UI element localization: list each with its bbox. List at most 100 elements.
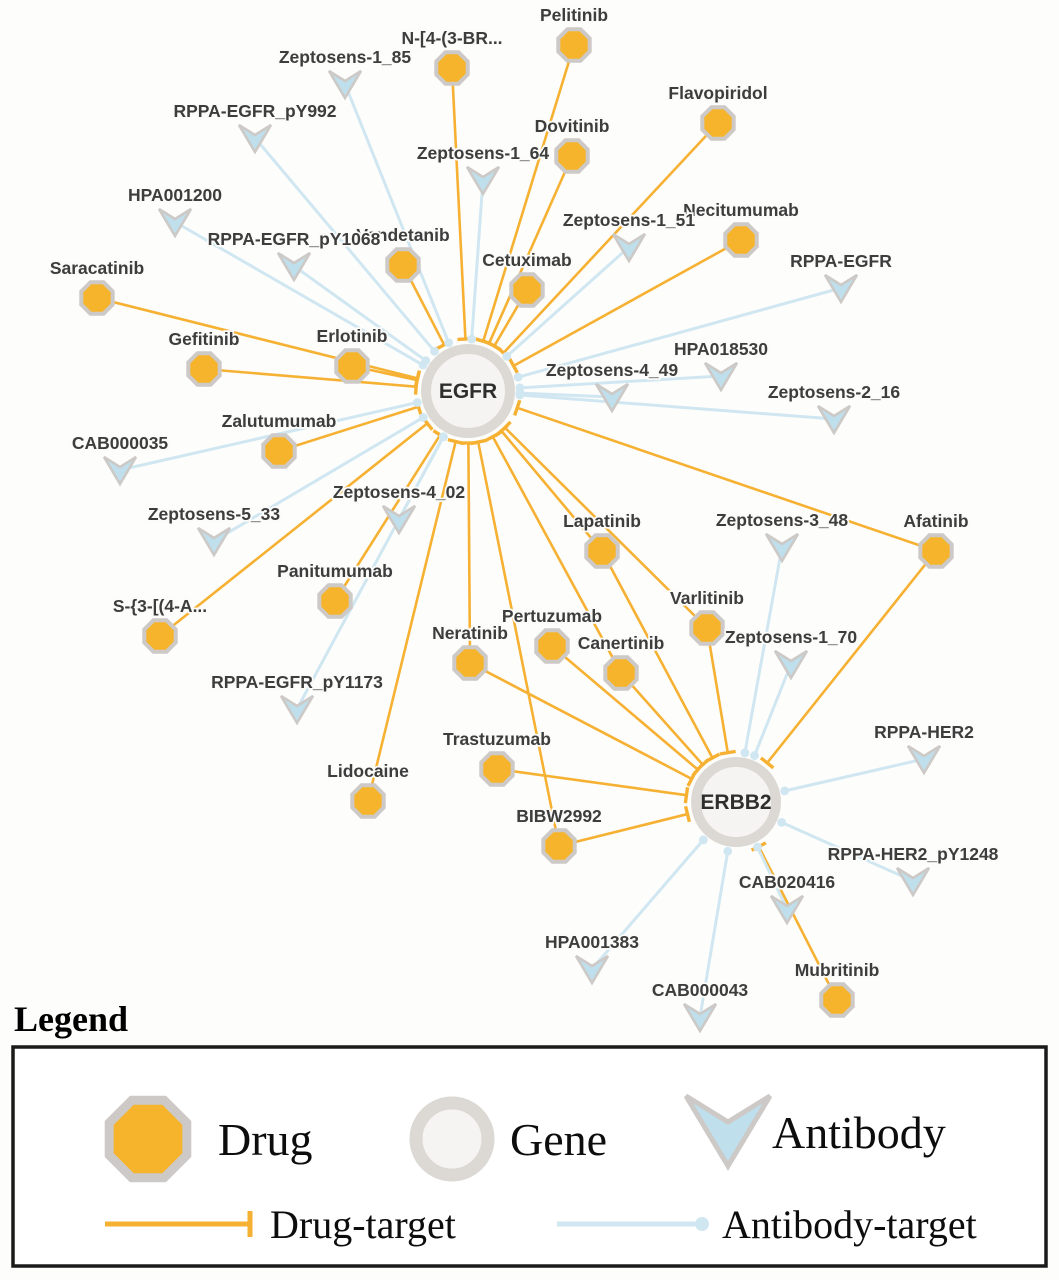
drug-label-erlotinib: Erlotinib [317,326,388,346]
antibody-node-rppa-egfr[interactable] [823,273,859,305]
tee-cap-bibw2992 [683,805,692,823]
drug-label-bibw2992: BIBW2992 [516,806,602,826]
drug-label-pertuzumab: Pertuzumab [502,606,602,626]
drug-node-lapatinib[interactable] [584,533,620,569]
antibody-node-rppa-her2-py1248[interactable] [895,866,931,898]
drug-label-canertinib: Canertinib [578,633,665,653]
edge-drug-bibw2992-egfr [476,441,561,847]
drug-node-pelitinib[interactable] [556,27,592,63]
drug-label-zalutumumab: Zalutumumab [222,411,337,431]
antibody-node-zeptosens-4-49[interactable] [594,382,630,414]
antibody-node-zeptosens-1-51[interactable] [611,232,647,264]
drug-node-cetuximab[interactable] [509,272,545,308]
antibody-legend-label: Antibody [772,1107,946,1158]
drug-label-vandetanib: Vandetanib [356,225,449,245]
drug-node-s-3-4-a[interactable] [142,618,178,654]
drug-node-zalutumumab[interactable] [261,433,297,469]
drug-node-varlitinib[interactable] [689,610,725,646]
tee-cap-varlitinib [498,420,512,435]
drug-node-afatinib[interactable] [918,533,954,569]
dot-cap-zeptosens-3-48 [740,748,750,758]
drug-node-saracatinib[interactable] [79,280,115,316]
drug-node-mubritinib[interactable] [819,982,855,1018]
tee-cap-erlotinib [413,371,421,389]
edge-drug-pertuzumab-erbb2 [551,645,699,771]
dot-cap-cab000035 [412,398,422,407]
tee-cap-afatinib [759,756,775,770]
drug-label-trastuzumab: Trastuzumab [443,729,551,749]
drug-node-necitumumab[interactable] [723,222,759,258]
edge-antibody-hpa018530-egfr [519,374,722,390]
drug-label-panitumumab: Panitumumab [277,561,393,581]
labels-layer: PelitinibN-[4-(3-BR...DovitinibFlavopiri… [48,3,1000,1002]
dot-cap-rppa-egfr [513,372,523,382]
edge-drug-lapatinib-erbb2 [600,550,714,759]
edge-antibody-zeptosens-1-85-egfr [343,83,451,344]
drug-label-necitumumab: Necitumumab [683,200,799,220]
legend: Legend Drug Gene Antibody Drug-target An… [11,999,1048,1268]
antibody-node-zeptosens-1-70[interactable] [773,649,809,681]
drug-target-legend-label: Drug-target [270,1202,456,1247]
drug-label-mubritinib: Mubritinib [795,960,880,980]
drug-node-panitumumab[interactable] [317,583,353,619]
drug-node-gefitinib[interactable] [186,351,222,387]
drug-node-neratinib[interactable] [452,645,488,681]
antibody-label-zeptosens-4-49: Zeptosens-4_49 [546,360,679,380]
drug-node-n-4-3-br[interactable] [434,50,470,86]
antibody-node-hpa001200[interactable] [157,207,193,239]
antibody-node-hpa018530[interactable] [703,361,739,393]
edge-drug-flavopiridol-egfr [502,122,719,354]
antibody-node-zeptosens-1-64[interactable] [465,165,501,197]
gene-legend-label: Gene [510,1114,607,1165]
antibody-node-cab000043[interactable] [682,1002,718,1034]
edge-drug-bibw2992-erbb2 [558,812,688,848]
antibody-node-zeptosens-1-85[interactable] [327,69,363,101]
drug-node-trastuzumab[interactable] [479,751,515,787]
edge-antibody-zeptosens-3-48-erbb2 [743,546,784,754]
drug-label-dovitinib: Dovitinib [535,116,610,136]
antibody-node-cab020416[interactable] [769,894,805,926]
drug-label-gefitinib: Gefitinib [169,329,240,349]
antibody-node-rppa-egfr-py1068[interactable] [276,251,312,283]
antibody-node-hpa001383[interactable] [574,954,610,986]
antibody-node-cab000035[interactable] [102,455,138,487]
antibody-node-rppa-egfr-py992[interactable] [237,123,273,155]
antibody-label-rppa-egfr-py1068: RPPA-EGFR_pY1068 [208,229,381,249]
drug-node-flavopiridol[interactable] [700,105,736,141]
dot-cap-cab020416 [753,842,762,852]
antibody-target-legend-label: Antibody-target [722,1202,977,1247]
dot-cap-rppa-her2 [780,786,790,796]
antibody-label-cab000035: CAB000035 [72,433,169,453]
drug-node-erlotinib[interactable] [334,348,370,384]
antibody-node-zeptosens-3-48[interactable] [764,532,800,564]
tee-cap-bibw2992 [470,438,487,446]
drug-node-pertuzumab[interactable] [534,628,570,664]
drug-label-cetuximab: Cetuximab [482,250,571,270]
dot-cap-zeptosens-1-85 [444,338,454,348]
antibody-node-zeptosens-2-16[interactable] [816,404,852,436]
dot-cap-zeptosens-1-51 [502,351,512,361]
drug-node-dovitinib[interactable] [554,138,590,174]
antibody-legend-icon [683,1093,773,1171]
gene-label-egfr: EGFR [439,380,497,403]
edge-drug-varlitinib-egfr [504,426,708,629]
antibody-node-zeptosens-5-33[interactable] [196,526,232,558]
edge-drug-lidocaine-egfr [366,441,457,802]
drug-label-lapatinib: Lapatinib [563,511,641,531]
antibody-label-cab000043: CAB000043 [652,980,749,1000]
drug-label-lidocaine: Lidocaine [327,761,409,781]
gene-node-erbb2[interactable] [691,757,781,847]
edge-antibody-cab020416-erbb2 [756,846,789,910]
edge-antibody-zeptosens-1-64-egfr [470,179,485,340]
antibody-node-zeptosens-4-02[interactable] [381,504,417,536]
drug-node-vandetanib[interactable] [385,247,421,283]
antibody-node-rppa-egfr-py1173[interactable] [279,694,315,726]
antibody-label-hpa018530: HPA018530 [674,339,768,359]
gene-node-egfr[interactable] [421,344,515,438]
antibody-node-rppa-her2[interactable] [906,744,942,776]
drug-node-lidocaine[interactable] [350,783,386,819]
edge-drug-neratinib-erbb2 [469,661,693,780]
drug-node-canertinib[interactable] [603,655,639,691]
drug-node-bibw2992[interactable] [541,828,577,864]
